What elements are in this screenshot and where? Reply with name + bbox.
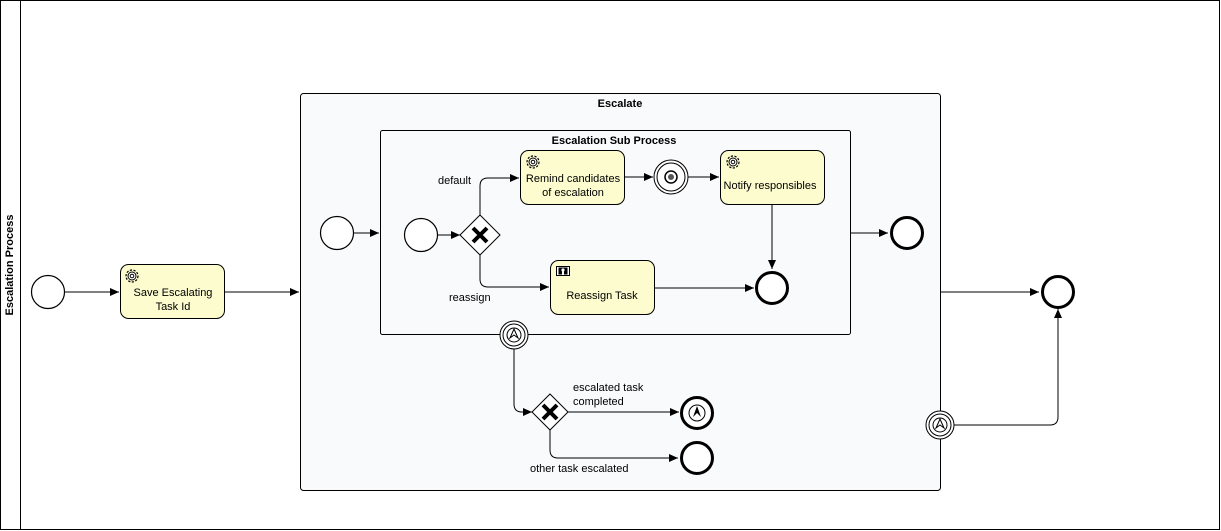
task-reassign-label: Reassign Task — [566, 290, 638, 302]
gear-icon — [125, 269, 139, 283]
task-notify-responsibles[interactable]: Notify responsibles — [720, 150, 825, 205]
task-save-label-line1: Save Escalating — [134, 287, 213, 299]
flow-default[interactable] — [479, 174, 519, 215]
flow-reassign[interactable] — [479, 255, 549, 291]
task-remind-label-line1: Remind candidates — [526, 173, 621, 185]
boundary-escalation-event-outer[interactable] — [925, 410, 955, 440]
start-event[interactable] — [30, 274, 66, 310]
user-task-icon — [556, 266, 570, 276]
task-reassign[interactable]: Reassign Task — [550, 260, 655, 315]
flow-completed-label-line1: escalated task — [573, 382, 644, 394]
lower-end-event[interactable] — [680, 441, 714, 475]
flow-boundary-to-end[interactable] — [954, 309, 1062, 426]
escalate-end-event[interactable] — [890, 216, 924, 250]
sub-end-event[interactable] — [755, 271, 789, 305]
sub-start-event[interactable] — [403, 217, 439, 253]
flow-completed-label-line2: completed — [573, 396, 624, 408]
task-save-label-line2: Task Id — [156, 301, 191, 313]
subprocess-escalate-label: Escalate — [598, 98, 643, 110]
subprocess-escalation-label: Escalation Sub Process — [552, 135, 677, 147]
task-save-escalating[interactable]: Save Escalating Task Id — [120, 264, 225, 319]
end-event[interactable] — [1041, 275, 1075, 309]
gear-icon — [526, 155, 540, 169]
flow-reassign-label: reassign — [449, 292, 491, 304]
escalate-start-event[interactable] — [319, 215, 355, 251]
flow-boundary-to-gateway[interactable] — [513, 349, 532, 416]
task-remind-candidates[interactable]: Remind candidates of escalation — [520, 150, 625, 205]
task-remind-label-line2: of escalation — [542, 187, 604, 199]
flow-other-label: other task escalated — [530, 463, 628, 475]
task-notify-label: Notify responsibles — [724, 180, 817, 192]
escalation-end-event[interactable] — [680, 396, 714, 430]
boundary-escalation-event-inner[interactable] — [499, 320, 529, 350]
exclusive-gateway-inner[interactable] — [459, 214, 501, 256]
pool-label: Escalation Process — [4, 215, 16, 316]
intermediate-event[interactable] — [653, 159, 689, 195]
flow-default-label: default — [438, 175, 471, 187]
exclusive-gateway-lower[interactable] — [531, 393, 569, 431]
gear-icon — [726, 155, 740, 169]
flow-other-task-escalated[interactable] — [549, 430, 678, 462]
escalation-icon — [506, 327, 522, 343]
